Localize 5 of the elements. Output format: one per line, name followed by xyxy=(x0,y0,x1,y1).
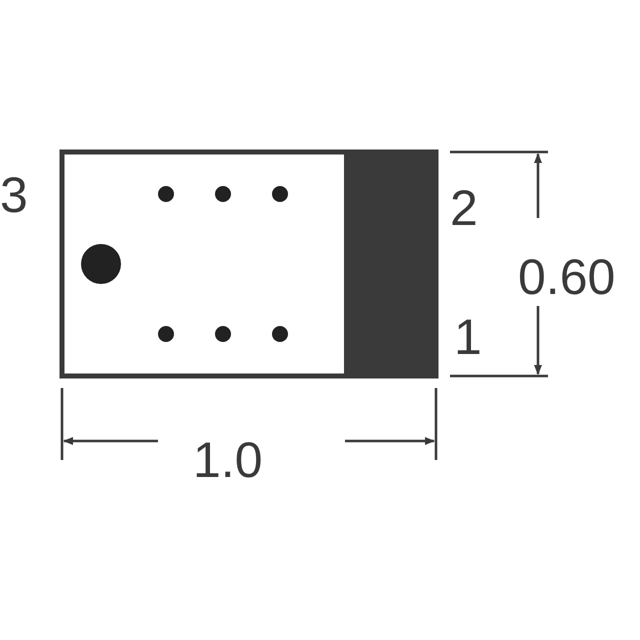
pin-number: 1 xyxy=(454,312,482,362)
dimension-label: 0.60 xyxy=(518,252,616,302)
dimension-label: 1.0 xyxy=(193,435,263,485)
pin-number: 2 xyxy=(450,183,478,233)
pin-number: 3 xyxy=(0,170,28,220)
